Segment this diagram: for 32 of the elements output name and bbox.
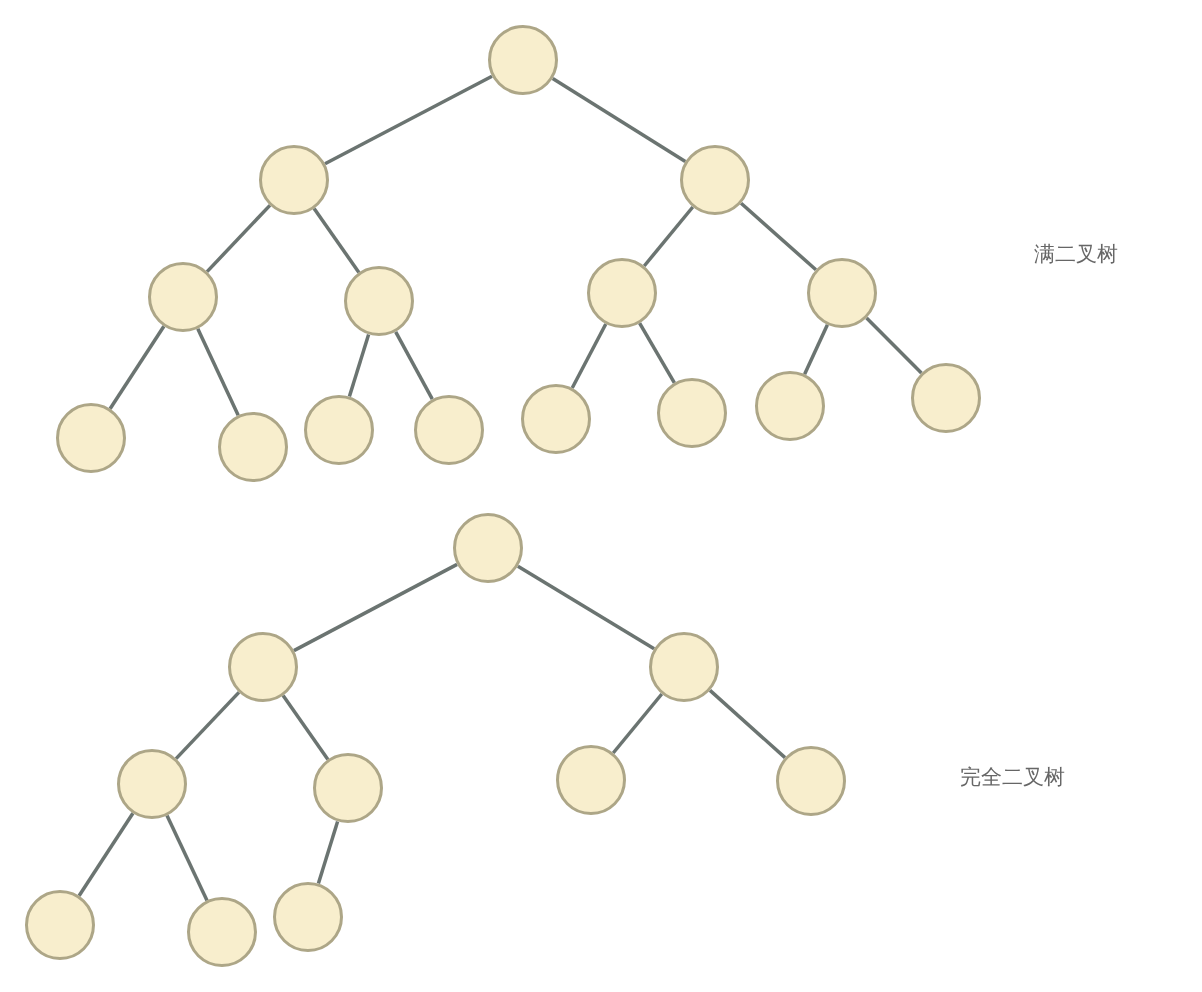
tree-edge bbox=[281, 694, 330, 761]
tree-edge bbox=[77, 812, 135, 897]
circle-node bbox=[117, 749, 187, 819]
tree-edge bbox=[708, 689, 787, 759]
tree-edge bbox=[611, 692, 664, 755]
tree-edge bbox=[638, 322, 676, 384]
circle-node bbox=[259, 145, 329, 215]
circle-node bbox=[228, 632, 298, 702]
tree-edge bbox=[165, 814, 209, 902]
tree-edge bbox=[108, 325, 166, 410]
tree-edge bbox=[394, 330, 434, 401]
tree-edge bbox=[347, 333, 371, 398]
tree-edge bbox=[293, 562, 458, 653]
tree-edge bbox=[205, 204, 272, 273]
tree-edge bbox=[803, 324, 829, 375]
tree-edge bbox=[316, 820, 340, 885]
tree-edge bbox=[865, 316, 923, 375]
circle-node bbox=[649, 632, 719, 702]
tree-edge bbox=[174, 691, 241, 760]
circle-node bbox=[680, 145, 750, 215]
tree-edge bbox=[551, 77, 687, 163]
tree-edge bbox=[312, 207, 361, 274]
tree-edge bbox=[570, 323, 608, 389]
tree-edge bbox=[324, 74, 493, 166]
tree-label: 完全二叉树 bbox=[959, 765, 1065, 791]
tree-edge bbox=[739, 202, 818, 271]
circle-node bbox=[807, 258, 877, 328]
tree-edge bbox=[196, 327, 240, 417]
tree-edge bbox=[517, 564, 655, 651]
tree-label: 满二叉树 bbox=[1034, 242, 1118, 268]
tree-edge bbox=[642, 205, 695, 268]
circle-node bbox=[148, 262, 218, 332]
